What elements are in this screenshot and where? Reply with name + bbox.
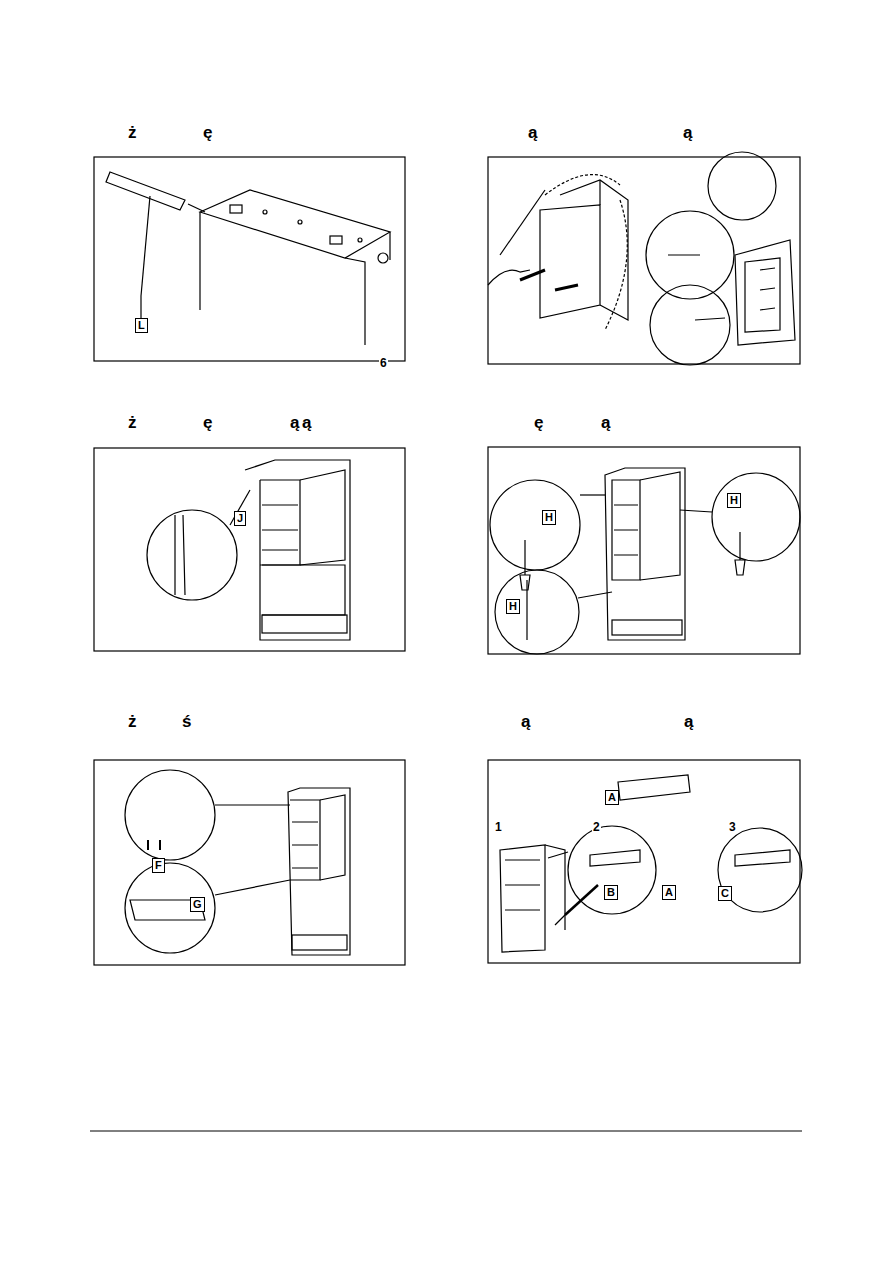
panel-frame [488, 760, 800, 963]
panel-frame [94, 448, 405, 651]
heading-text: ą [302, 414, 311, 431]
callout-letter: F [152, 858, 165, 873]
heading-text: ą [528, 124, 537, 141]
callout-number: 6 [379, 357, 388, 369]
heading-text: ą [521, 713, 530, 730]
panel-frame [94, 760, 405, 965]
panel-frame [488, 157, 800, 364]
heading-text: ż [128, 414, 137, 431]
cabinet-fixing [125, 770, 350, 955]
callout-letter: C [718, 886, 732, 901]
heading-text: ę [534, 414, 543, 431]
heading-text: ę [203, 414, 212, 431]
callout-letter: A [662, 885, 676, 900]
heading-text: ż [128, 124, 137, 141]
callout-letter: B [604, 885, 618, 900]
callout-letter: G [190, 897, 205, 912]
heading-text: ż [128, 713, 137, 730]
panel-frame [94, 157, 405, 361]
rule [90, 1131, 802, 1132]
door-fitting [488, 152, 795, 365]
heading-text: ą [601, 414, 610, 431]
callout-letter: H [727, 493, 741, 508]
callout-letter: A [605, 790, 619, 805]
cabinet-screws [490, 468, 800, 654]
heading-text: ę [203, 124, 212, 141]
cabinet-top [106, 172, 390, 345]
heading-text: ś [182, 713, 191, 730]
door-strips [500, 775, 802, 952]
callout-letter: J [234, 511, 246, 526]
heading-text: ą [684, 713, 693, 730]
cabinet-open [147, 460, 350, 640]
callout-number: 3 [728, 821, 737, 833]
callout-letter: H [506, 599, 520, 614]
callout-number: 1 [494, 821, 503, 833]
panel-frame [488, 447, 800, 654]
callout-letter: L [135, 318, 148, 333]
heading-text: ą [683, 124, 692, 141]
heading-text: ą [290, 414, 299, 431]
callout-number: 2 [592, 821, 601, 833]
callout-letter: H [542, 510, 556, 525]
